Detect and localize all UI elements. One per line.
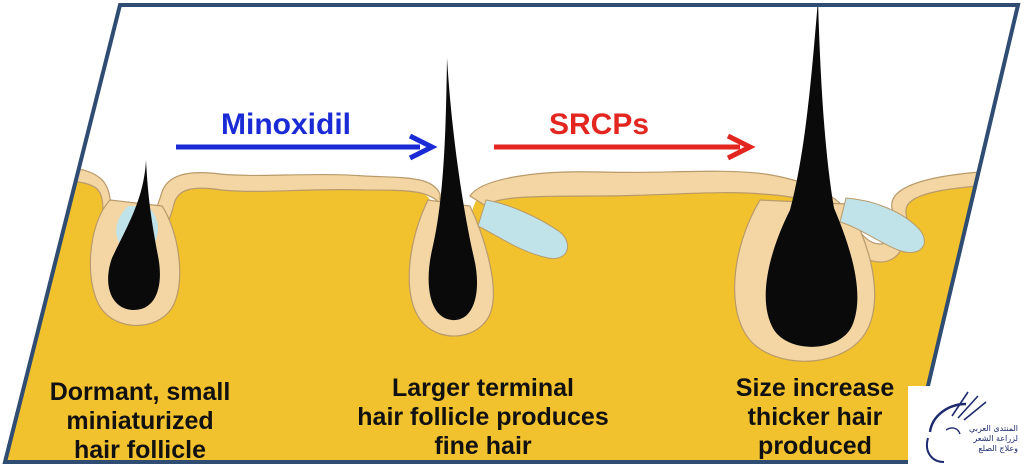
srcps-arrow xyxy=(494,133,756,161)
stage-label-line: Larger terminal xyxy=(391,374,574,402)
stage-label-line: Dormant, small xyxy=(49,378,231,406)
stage-label-enlarged: Size increase thicker hair produced xyxy=(690,374,940,461)
stage-label-line: fine hair xyxy=(434,432,532,460)
epidermis-layer-middle xyxy=(469,169,1018,263)
forum-logo: المنتدى العربي لزراعة الشعر وعلاج الصلع xyxy=(908,386,1024,468)
stage-label-line: hair follicle produces xyxy=(357,403,609,431)
stage-label-line: Size increase xyxy=(735,374,895,402)
follicle-dormant xyxy=(89,160,181,326)
follicle-terminal-inner-sheath xyxy=(477,199,569,260)
stage-label-line: hair follicle xyxy=(74,436,206,464)
minoxidil-label: Minoxidil xyxy=(221,108,351,141)
follicle-terminal xyxy=(408,58,569,337)
srcps-label: SRCPs xyxy=(549,108,650,141)
stage-label-line: thicker hair xyxy=(747,403,883,431)
follicle-terminal-bulb xyxy=(428,58,478,321)
stage-label-terminal: Larger terminal hair follicle produces f… xyxy=(318,374,648,461)
stage-label-line: produced xyxy=(758,432,872,460)
follicle-enlarged xyxy=(734,5,925,362)
stage-label-dormant: Dormant, small miniaturized hair follicl… xyxy=(20,378,260,465)
hair-follicle-logo-icon xyxy=(926,391,987,463)
logo-text-line2: لزراعة الشعر xyxy=(973,434,1018,443)
follicle-enlarged-inner-sheath xyxy=(839,197,925,253)
minoxidil-arrow xyxy=(176,133,438,161)
logo-text-line3: وعلاج الصلع xyxy=(978,444,1018,453)
follicle-dormant-bulb xyxy=(108,160,160,310)
stage-label-line: miniaturized xyxy=(66,407,214,435)
logo-text-line1: المنتدى العربي xyxy=(969,424,1018,433)
follicle-enlarged-bulb xyxy=(765,5,858,347)
